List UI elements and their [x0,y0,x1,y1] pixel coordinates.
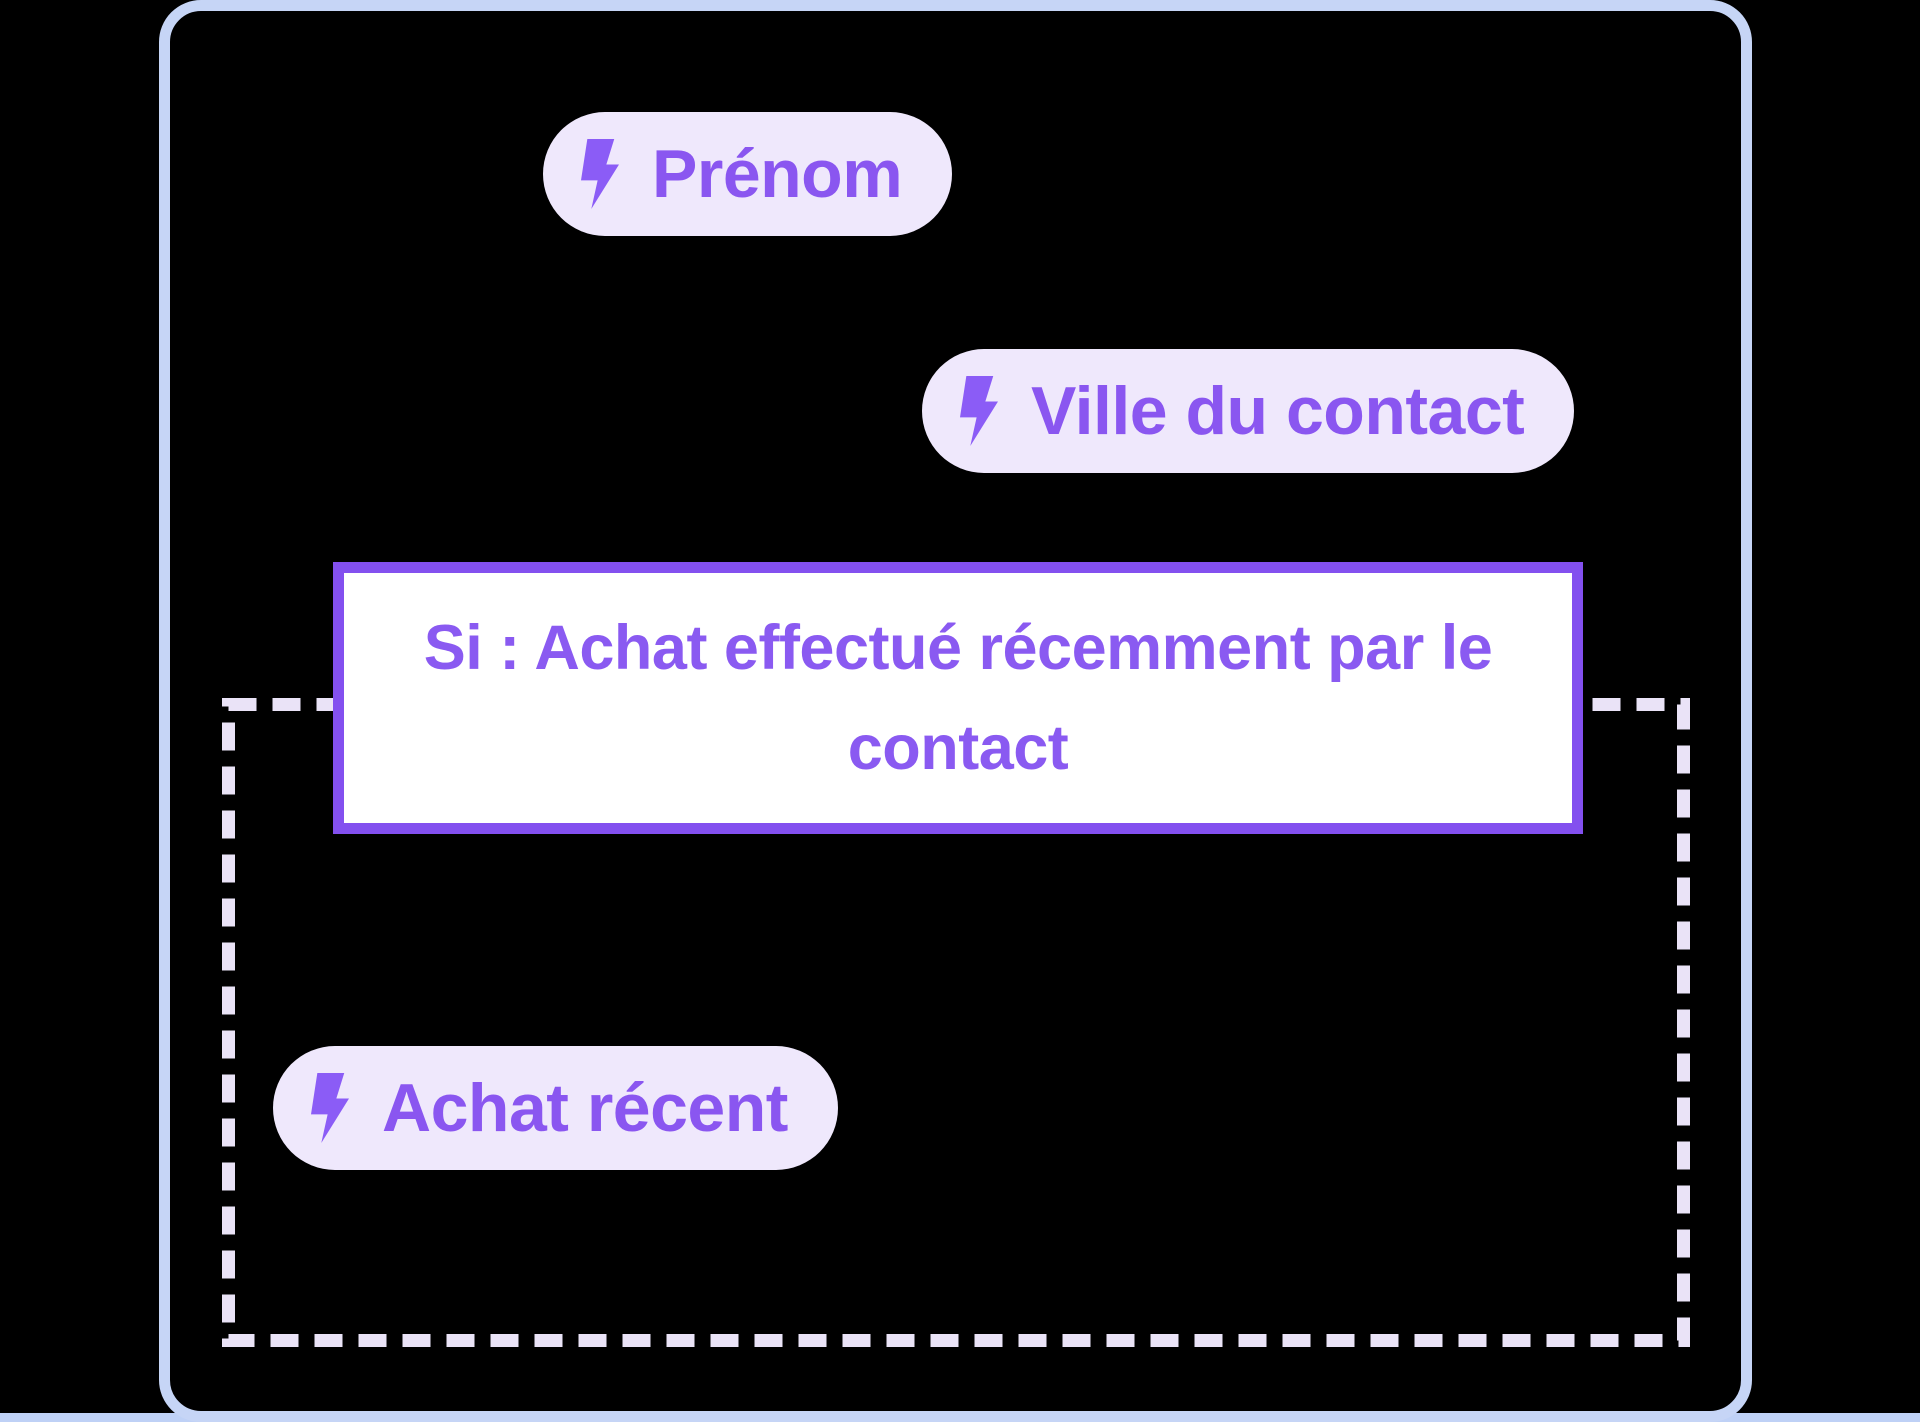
lightning-bolt-icon [311,1073,349,1143]
merge-tag-achat-recent[interactable]: Achat récent [273,1046,838,1170]
lightning-bolt-icon [960,376,998,446]
merge-tag-ville-du-contact[interactable]: Ville du contact [922,349,1575,473]
merge-tag-label: Ville du contact [1031,373,1525,449]
canvas-frame [159,0,1752,1422]
merge-tag-label: Prénom [652,136,903,212]
merge-tag-prenom[interactable]: Prénom [543,112,953,236]
condition-block[interactable]: Si : Achat effectué récemment par le con… [333,562,1583,834]
condition-text-line1: Si : Achat effectué récemment par le [423,613,1493,683]
lightning-bolt-icon [581,139,619,209]
condition-text-line2: contact [847,713,1069,783]
merge-tag-label: Achat récent [382,1070,788,1146]
